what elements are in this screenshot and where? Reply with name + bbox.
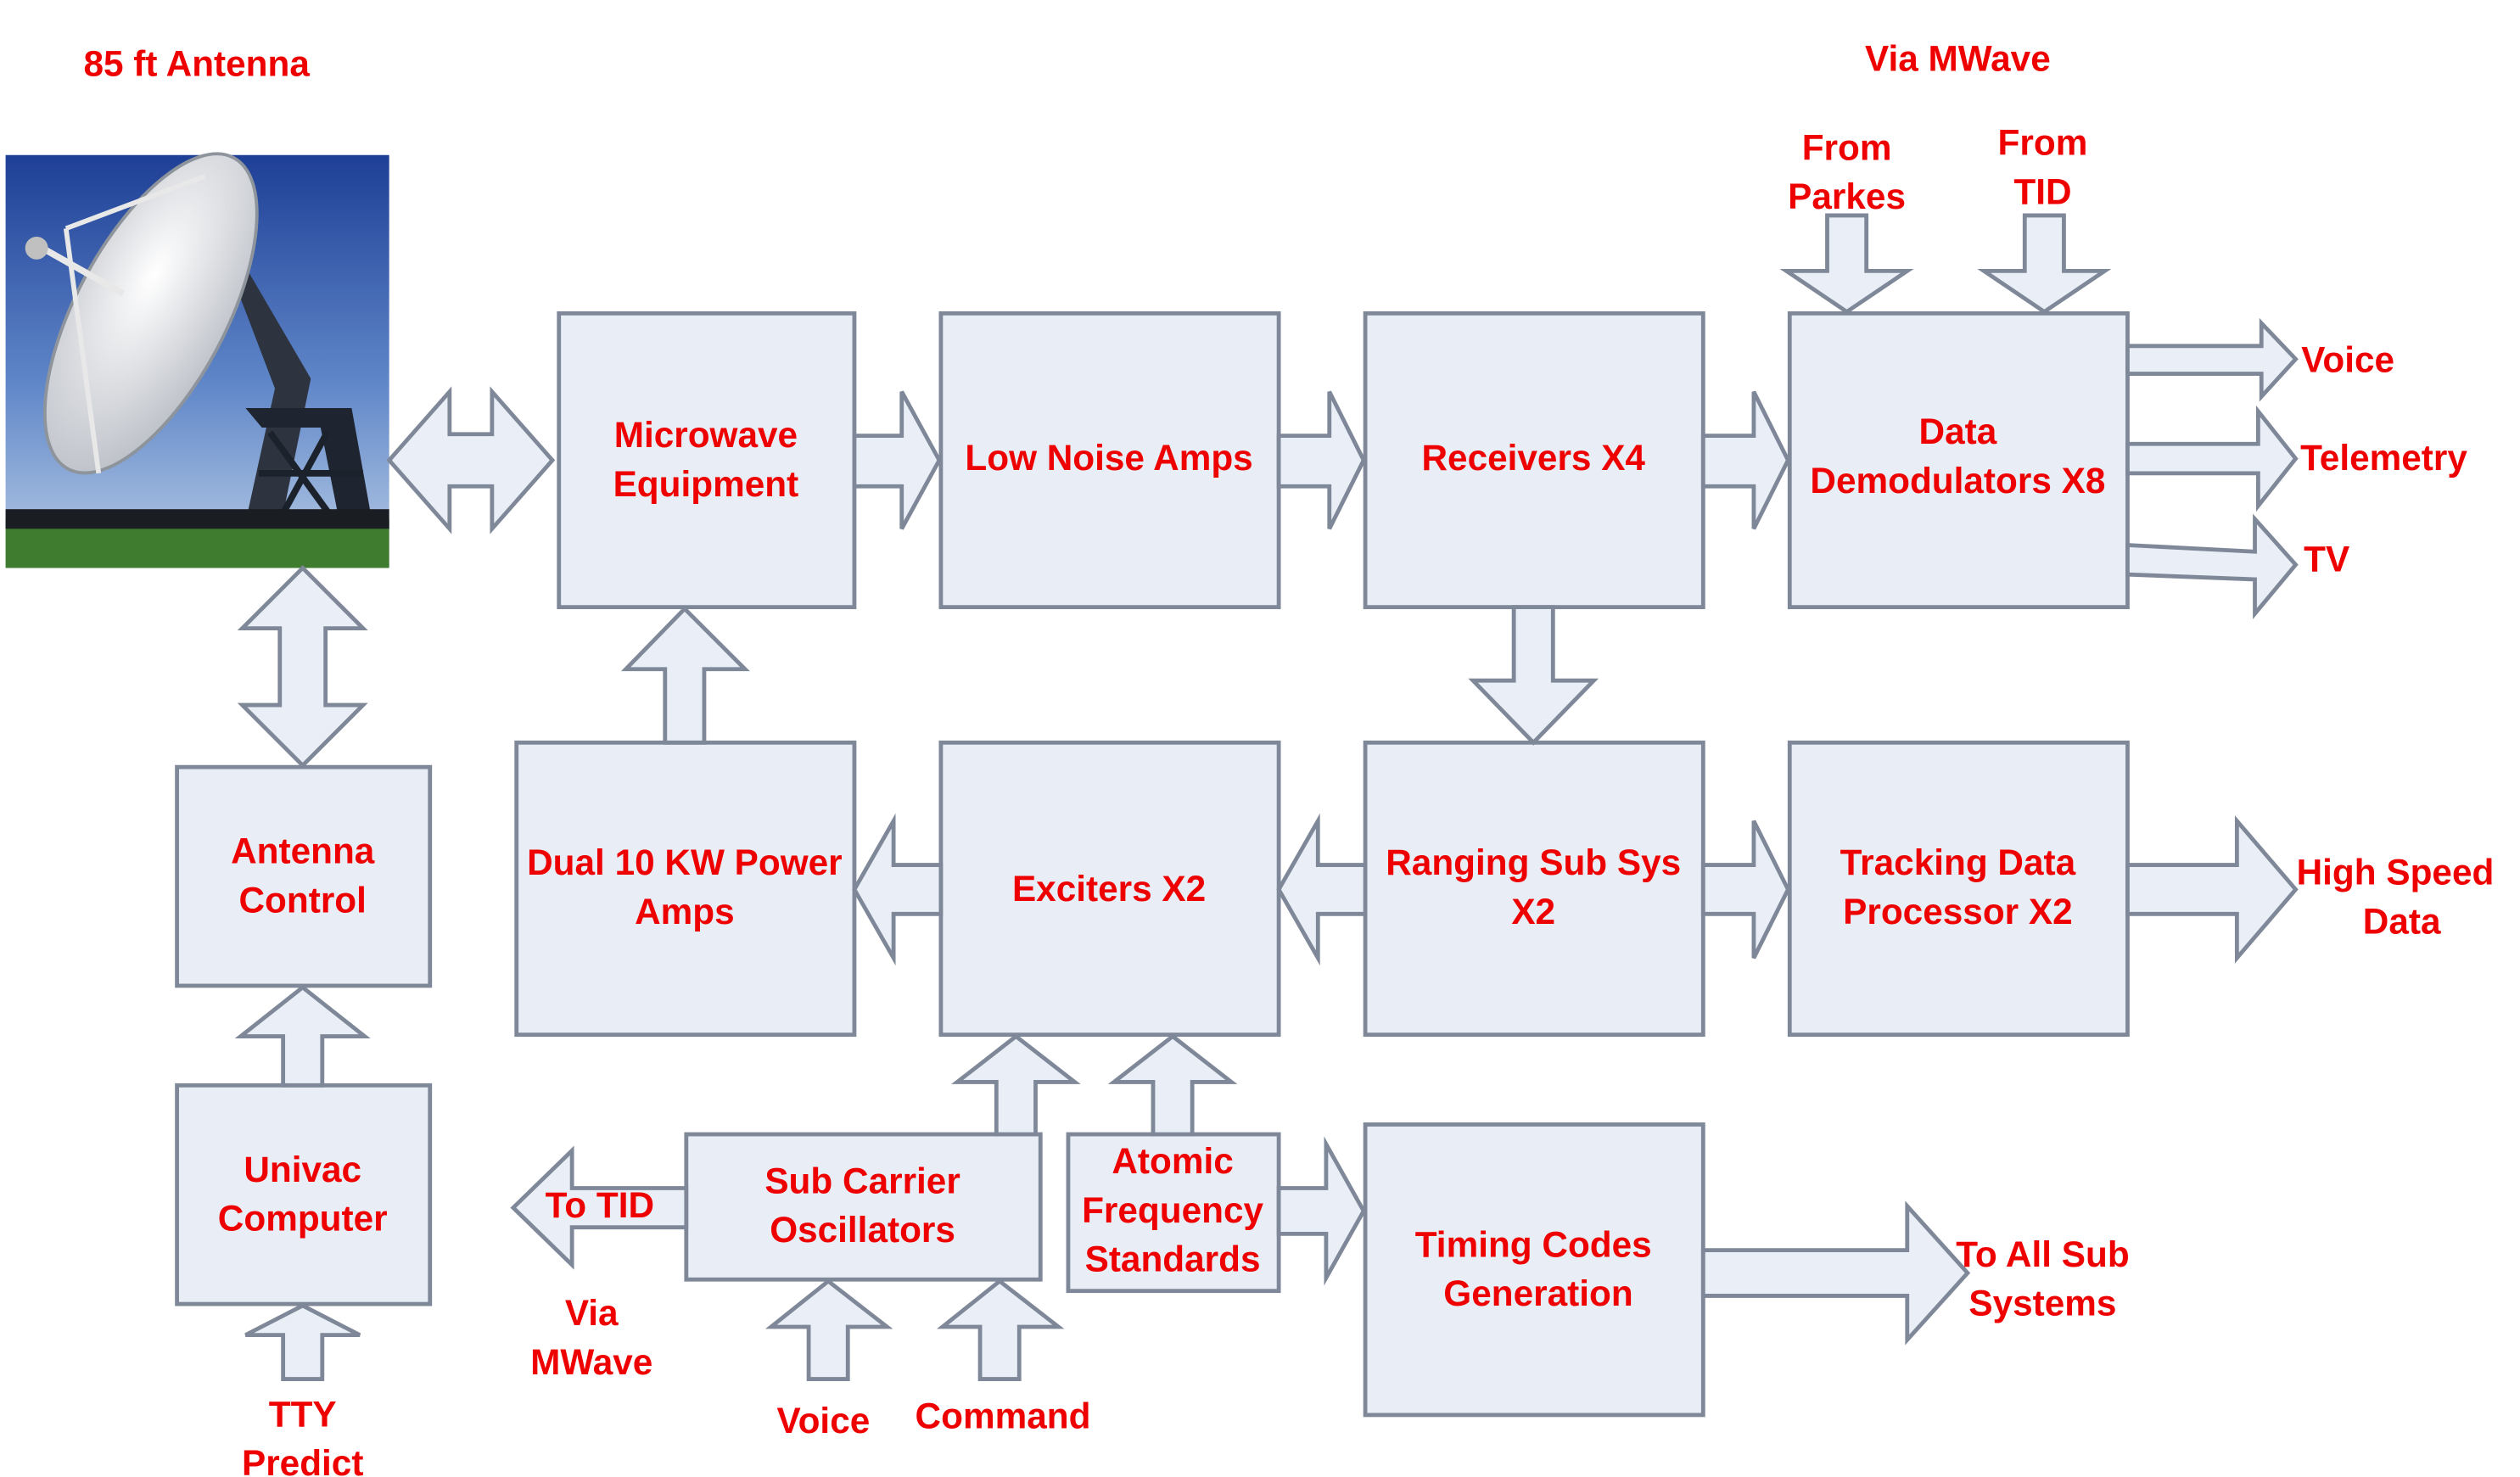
antenna-photo [5, 152, 389, 568]
from-parkes-line1: From [1802, 128, 1892, 168]
arrow-to-all-sub-systems [1700, 1200, 1971, 1346]
box-tracking [1787, 740, 2130, 1038]
to-tid-label: To TID [546, 1185, 654, 1225]
command-in-label: Command [916, 1396, 1091, 1435]
sub-carrier-line1: Sub Carrier [764, 1161, 960, 1200]
timing-line2: Generation [1443, 1273, 1632, 1313]
arrow-from-tid [1977, 213, 2112, 315]
from-parkes-line2: Parkes [1788, 176, 1906, 216]
antenna-control-line1: Antenna [231, 831, 375, 871]
arrow-atomic-to-exciters [1107, 1033, 1238, 1137]
ranging-line1: Ranging Sub Sys [1386, 842, 1681, 882]
arrow-telemetry-out [2125, 405, 2299, 512]
to-all-line2: Systems [1968, 1284, 2116, 1323]
antenna-title: 85 ft Antenna [83, 43, 310, 83]
arrow-command-in [936, 1278, 1065, 1381]
arrow-receivers-to-demod [1700, 390, 1791, 530]
arrow-from-parkes [1779, 213, 1914, 315]
atomic-line2: Frequency [1082, 1190, 1263, 1230]
atomic-line1: Atomic [1112, 1141, 1233, 1181]
tty-line2: Predict [242, 1443, 363, 1477]
arrow-exciters-to-amps [852, 813, 944, 966]
antenna-control-line2: Control [239, 880, 367, 920]
box-power-amps [514, 740, 857, 1038]
box-microwave-equipment [557, 311, 857, 610]
tv-out-label: TV [2304, 539, 2349, 579]
box-sub-carrier [684, 1132, 1043, 1282]
high-speed-line1: High Speed [2297, 853, 2495, 892]
voice-out-label: Voice [2301, 340, 2394, 380]
receivers-label: Receivers X4 [1421, 438, 1645, 478]
arrow-atomic-to-timing [1276, 1136, 1366, 1286]
exciters-label: Exciters X2 [1012, 869, 1206, 909]
arrow-univac-to-control [234, 984, 371, 1088]
arrow-receivers-to-ranging [1468, 605, 1599, 746]
from-tid-line2: TID [2013, 171, 2071, 211]
arrow-voice-in [764, 1278, 893, 1381]
power-amps-line2: Amps [635, 892, 735, 932]
box-timing [1363, 1122, 1705, 1418]
demod-label-line1: Data [1919, 411, 1997, 451]
univac-line1: Univac [244, 1150, 361, 1189]
to-all-line1: To All Sub [1956, 1234, 2129, 1274]
arrow-ranging-to-tracking [1700, 820, 1791, 959]
arrows [234, 213, 2299, 1381]
via-mwave-top: Via MWave [1865, 39, 2051, 79]
arrow-amps-to-microwave [620, 606, 750, 745]
labels: 85 ft Antenna Via MWave From Parkes From… [83, 39, 2494, 1477]
arrow-ranging-to-exciters [1276, 813, 1368, 966]
demod-label-line2: Demodulators X8 [1810, 461, 2105, 501]
power-amps-line1: Dual 10 KW Power [527, 842, 842, 882]
arrow-antenna-microwave [386, 386, 556, 534]
high-speed-line2: Data [2363, 901, 2441, 941]
microwave-label-line1: Microwave [614, 415, 798, 455]
tracking-line2: Processor X2 [1843, 892, 2073, 932]
arrow-tty-to-univac [244, 1303, 361, 1381]
from-tid-line1: From [1998, 123, 2088, 163]
sub-carrier-line2: Oscillators [770, 1210, 955, 1250]
via-mwave-bottom-line2: MWave [530, 1342, 652, 1382]
lna-label: Low Noise Amps [965, 438, 1252, 478]
timing-line1: Timing Codes [1415, 1224, 1652, 1264]
arrow-tv-out [2125, 513, 2299, 619]
arrow-to-tid [510, 1145, 689, 1270]
tty-line1: TTY [269, 1394, 337, 1434]
arrow-antenna-control [237, 565, 368, 769]
ranging-line2: X2 [1511, 892, 1555, 932]
microwave-label-line2: Equipment [613, 464, 799, 504]
atomic-line3: Standards [1085, 1239, 1261, 1279]
antenna-dish-icon [25, 152, 373, 526]
box-univac-computer [175, 1083, 433, 1306]
arrow-microwave-to-lna [852, 390, 942, 530]
arrow-voice-out [2125, 317, 2299, 402]
telemetry-out-label: Telemetry [2300, 438, 2467, 478]
univac-line2: Computer [218, 1199, 388, 1239]
box-antenna-control [175, 764, 433, 988]
arrow-lna-to-receivers [1276, 390, 1366, 530]
box-ranging [1363, 740, 1705, 1038]
voice-in-label: Voice [777, 1401, 871, 1441]
tracking-line1: Tracking Data [1840, 842, 2076, 882]
arrow-high-speed-data [2125, 815, 2299, 964]
via-mwave-bottom-line1: Via [565, 1293, 619, 1333]
arrow-subcarrier-to-exciters [951, 1033, 1081, 1137]
